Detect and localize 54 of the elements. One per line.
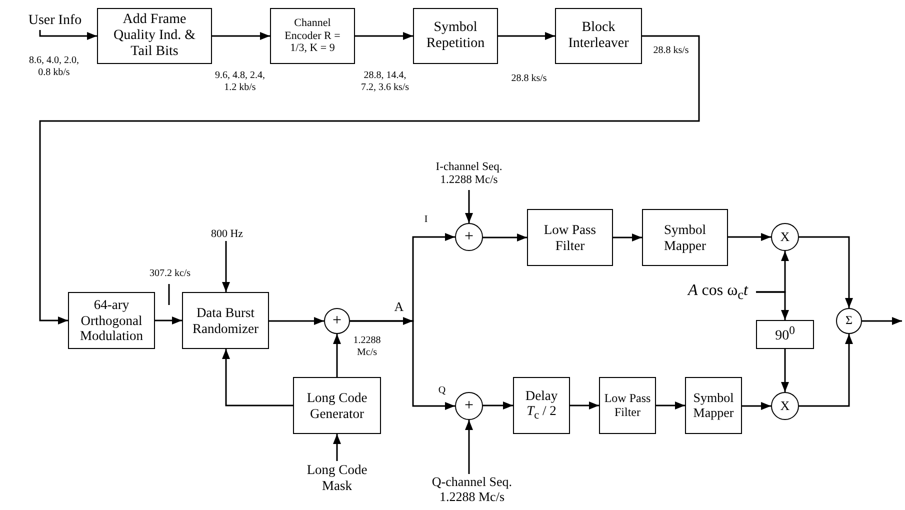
process-block: Block Interleaver	[555, 8, 642, 64]
carrier-label: A cos ω$_{c}$t	[680, 280, 756, 304]
arrow	[741, 402, 771, 410]
process-block: Symbol Mapper	[685, 377, 742, 434]
process-block: Data Burst Randomizer	[182, 292, 269, 349]
arrow	[333, 434, 341, 461]
arrow	[727, 233, 771, 241]
process-block: Add Frame Quality Ind. & Tail Bits	[97, 8, 212, 64]
arrow	[656, 402, 685, 410]
arrow	[465, 190, 473, 223]
arrow	[333, 334, 341, 377]
arrow	[482, 234, 527, 242]
process-block: Long Code Generator	[293, 377, 381, 434]
process-block: Symbol Repetition	[413, 8, 498, 64]
input-label: Long Code Mask	[302, 461, 372, 495]
arrow	[222, 241, 230, 292]
arrow	[350, 320, 455, 410]
multiplier-junction: X	[771, 223, 799, 251]
block-text: T$_{c}$ / 2	[526, 403, 556, 424]
arrow	[268, 317, 324, 325]
summing-junction: +	[324, 308, 350, 334]
process-block: Low Pass Filter	[599, 377, 656, 434]
arrow	[482, 402, 513, 410]
arrow	[465, 420, 473, 474]
arrow	[222, 349, 293, 406]
input-label: Q-channel Seq. 1.2288 Mc/s	[422, 474, 522, 506]
arrow	[155, 316, 182, 324]
arrow	[570, 402, 599, 410]
arrow	[799, 334, 853, 407]
input-label: I-channel Seq. 1.2288 Mc/s	[425, 158, 513, 190]
process-block: Symbol Mapper	[642, 209, 728, 266]
block-text: Delay	[525, 388, 558, 404]
process-block: 64-ary Orthogonal Modulation	[68, 292, 155, 349]
process-block: Low Pass Filter	[527, 209, 613, 266]
arrow	[212, 32, 270, 40]
arrow	[613, 234, 642, 242]
multiplier-junction: X	[771, 392, 799, 420]
arrow	[39, 30, 97, 40]
arrow	[781, 349, 789, 392]
arrow	[39, 35, 700, 324]
arrow	[355, 32, 413, 40]
process-block: Channel Encoder R = 1/3, K = 9	[270, 8, 355, 64]
arrow	[756, 291, 789, 320]
arrow	[498, 32, 555, 40]
summing-junction: +	[455, 392, 483, 420]
delay-block	[513, 377, 570, 434]
arrow	[862, 317, 902, 325]
phase-shift-block: 90$^{0}$	[756, 320, 814, 349]
input-label: 800 Hz	[206, 227, 248, 241]
summing-junction: +	[455, 223, 483, 251]
input-label: User Info	[26, 12, 84, 30]
edge-label: Q	[436, 385, 448, 397]
arrow	[799, 236, 853, 308]
summing-junction: Σ	[836, 308, 862, 334]
